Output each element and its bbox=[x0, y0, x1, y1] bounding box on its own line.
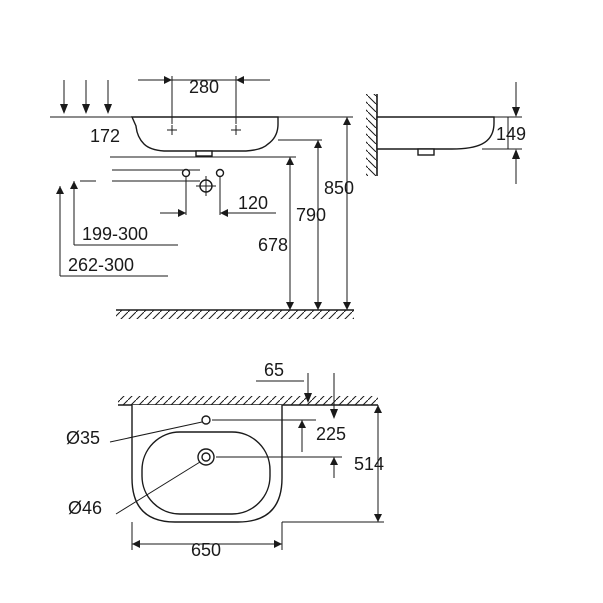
dim-850: 850 bbox=[324, 117, 354, 310]
dim-149: 149 bbox=[496, 82, 526, 184]
dim-262-300-label: 262-300 bbox=[68, 255, 134, 275]
connection-symbols bbox=[80, 168, 225, 215]
basin-side-body bbox=[376, 116, 495, 150]
tap-hole-icon bbox=[201, 415, 211, 425]
dim-225: 225 bbox=[212, 419, 346, 452]
waste-outlet-side bbox=[417, 148, 435, 156]
dim-650: 650 bbox=[131, 522, 283, 560]
dim-65-label: 65 bbox=[264, 360, 284, 380]
wall-hatching bbox=[366, 94, 378, 176]
basin-front-body bbox=[130, 116, 279, 152]
dim-650-label: 650 bbox=[191, 540, 221, 560]
tap-hole-marks bbox=[167, 125, 241, 135]
dim-d46: Ø46 bbox=[68, 461, 201, 518]
dim-678: 678 bbox=[258, 157, 294, 310]
top-wall-hatching bbox=[118, 396, 378, 406]
dim-d35-label: Ø35 bbox=[66, 428, 100, 448]
dim-225-label: 225 bbox=[316, 424, 346, 444]
dim-65: 65 bbox=[256, 360, 338, 419]
dim-790-label: 790 bbox=[296, 205, 326, 225]
dim-262-300: 262-300 bbox=[56, 186, 168, 277]
dim-149-label: 149 bbox=[496, 124, 526, 144]
dim-172-label: 172 bbox=[90, 126, 120, 146]
floor-hatching bbox=[116, 309, 354, 319]
dim-514-label: 514 bbox=[354, 454, 384, 474]
dim-790: 790 bbox=[278, 139, 326, 310]
front-view: 280 172 120 bbox=[50, 76, 354, 319]
dim-120: 120 bbox=[160, 193, 276, 217]
dim-d46-label: Ø46 bbox=[68, 498, 102, 518]
supply-left-icon bbox=[181, 168, 191, 178]
dim-280: 280 bbox=[138, 76, 270, 124]
waste-inner-icon bbox=[201, 452, 211, 462]
dim-199-300: 199-300 bbox=[70, 181, 178, 246]
top-view: 65 225 514 Ø35 Ø46 bbox=[66, 360, 384, 560]
left-height-arrows bbox=[60, 80, 112, 114]
basin-bowl-outline bbox=[141, 431, 271, 515]
dim-120-label: 120 bbox=[238, 193, 268, 213]
dim-514: 514 bbox=[216, 405, 384, 523]
side-view: 149 bbox=[366, 82, 526, 184]
dim-280-label: 280 bbox=[189, 77, 219, 97]
supply-right-icon bbox=[215, 168, 225, 178]
waste-outlet-front bbox=[195, 150, 213, 157]
dim-199-300-label: 199-300 bbox=[82, 224, 148, 244]
dim-850-label: 850 bbox=[324, 178, 354, 198]
dim-d35: Ø35 bbox=[66, 421, 203, 448]
dim-678-label: 678 bbox=[258, 235, 288, 255]
